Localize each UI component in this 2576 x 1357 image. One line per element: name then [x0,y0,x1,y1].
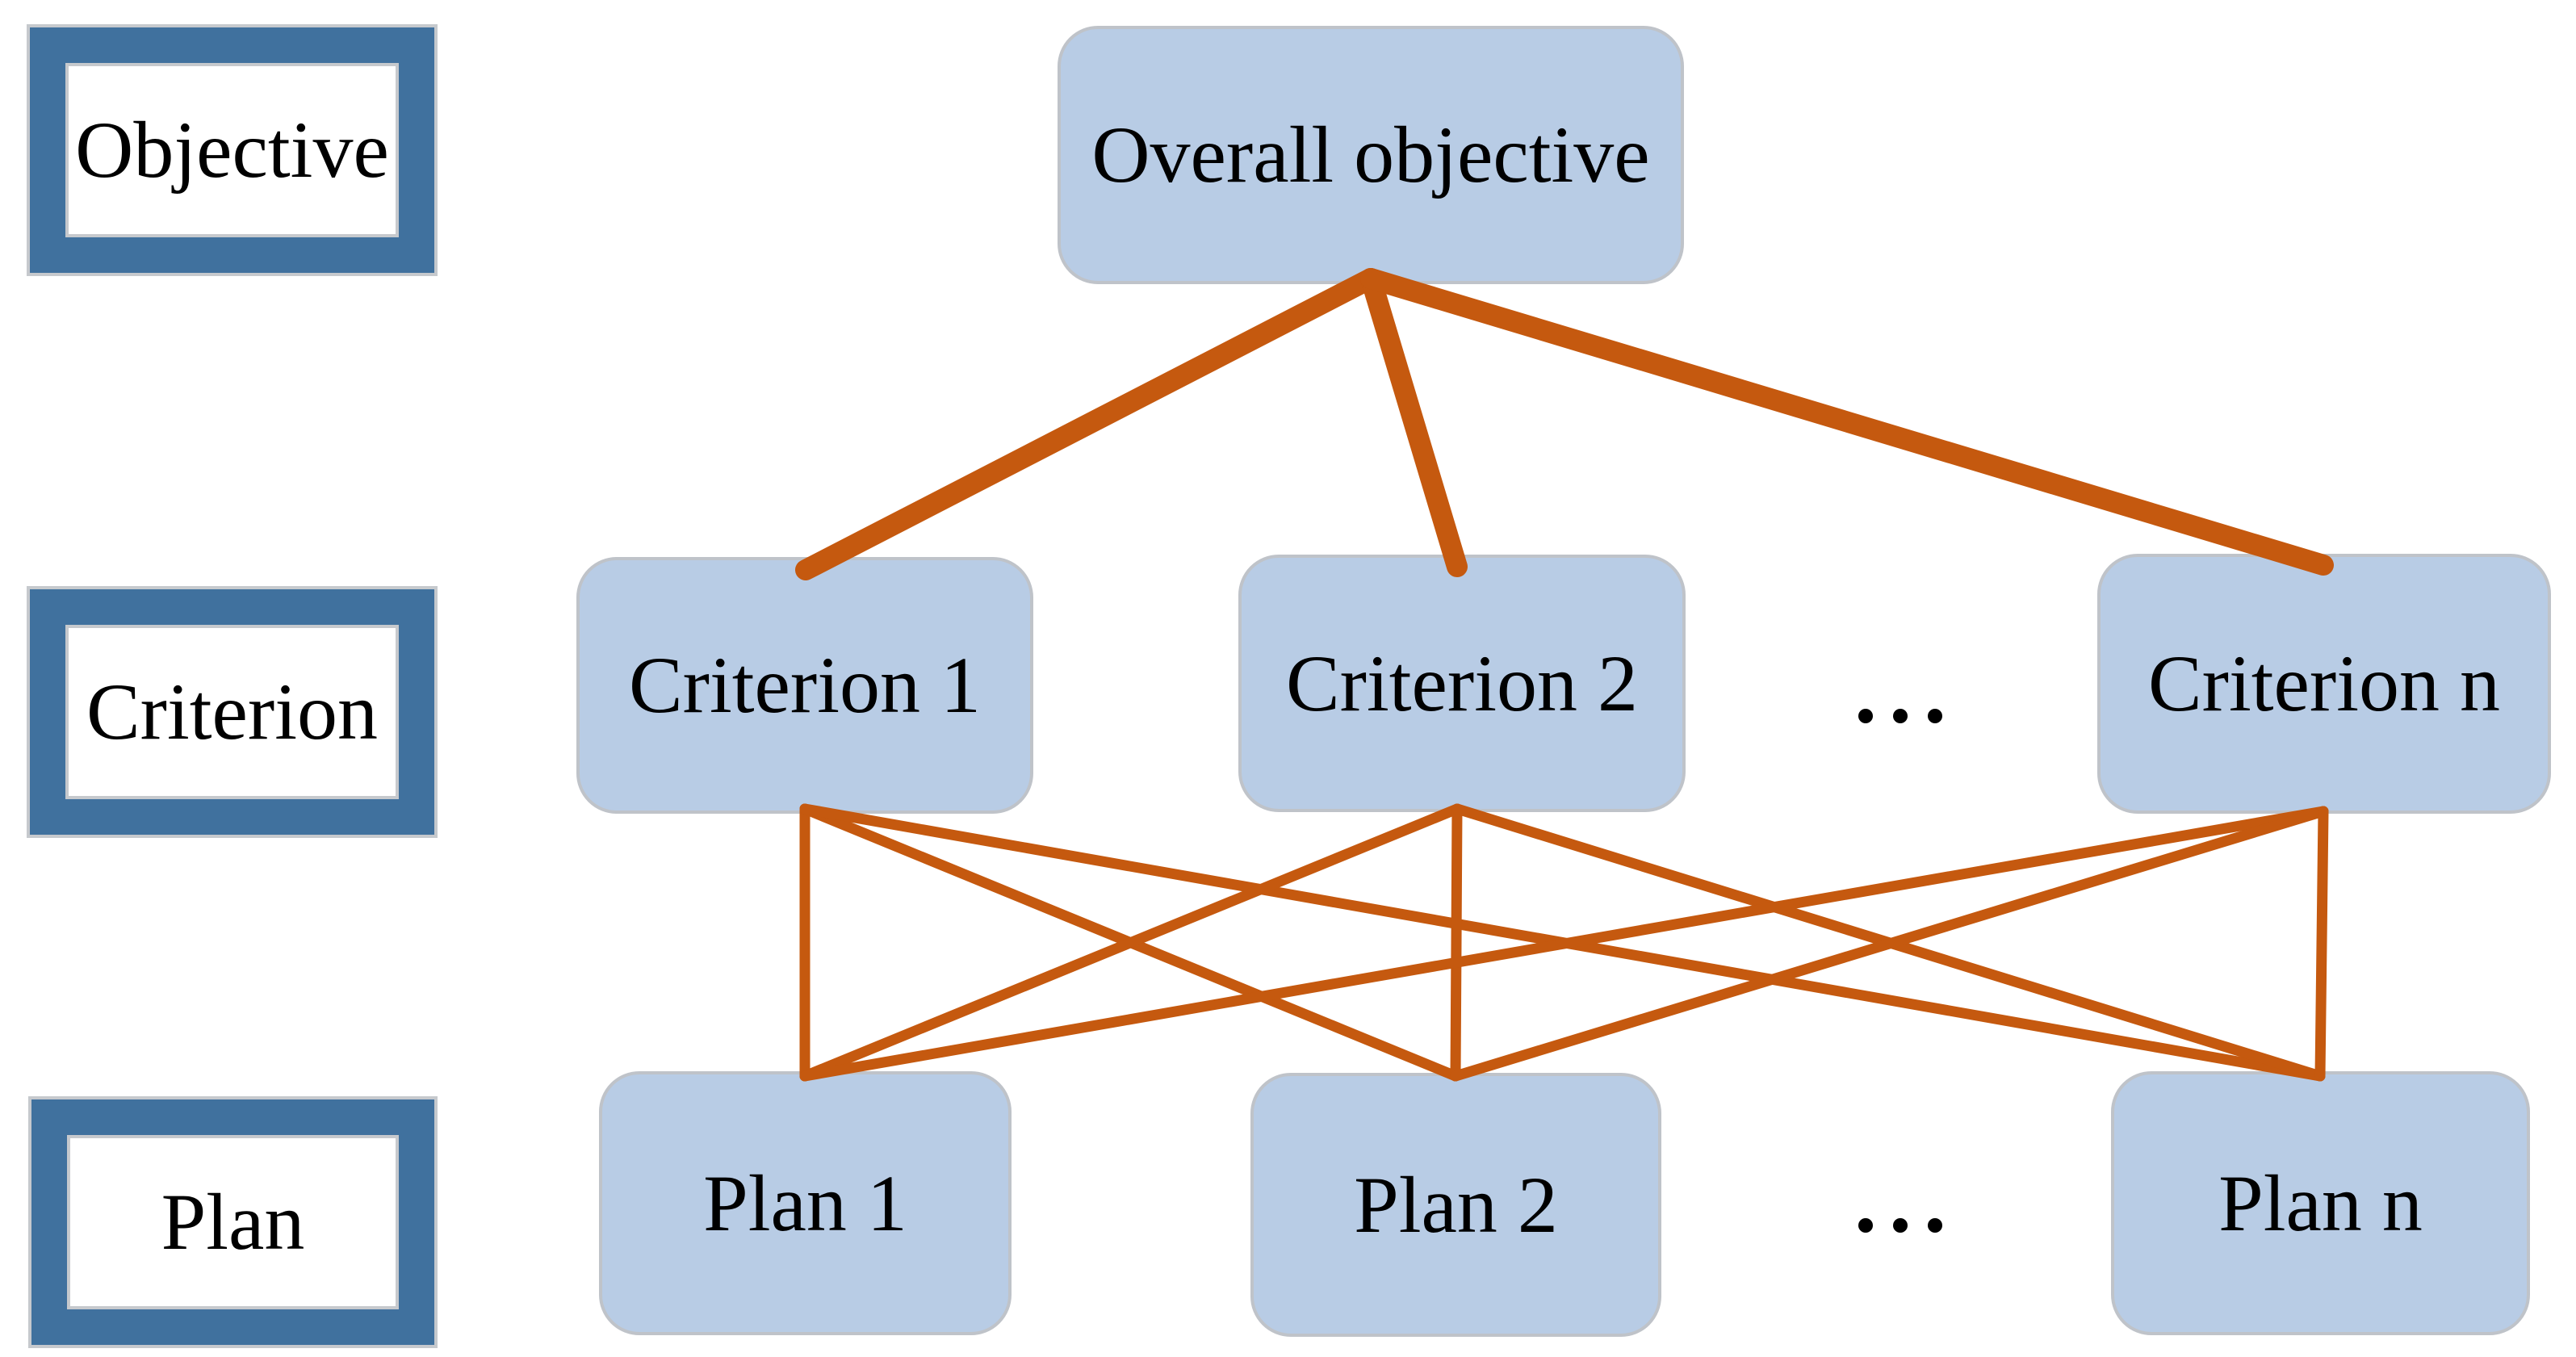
node-plan-n: Plan n [2111,1071,2530,1335]
edge-c1-pn [799,803,2326,1082]
edge-overall-c2 [1360,268,1468,577]
node-criterion-n: Criterion n [2097,554,2551,814]
plan-tier-frame-inner: Plan [67,1135,399,1309]
edge-c2-p2 [1450,803,1463,1082]
edge-c2-pn [1451,803,2326,1082]
criterion-tier-frame-inner: Criterion [65,625,399,799]
objective-tier-frame: Objective [27,24,438,276]
edge-c2-p1 [799,803,1463,1082]
node-plan-1-label: Plan 1 [703,1158,907,1248]
ellipsis-dot [1858,709,1873,723]
node-criterion-1-label: Criterion 1 [628,640,982,730]
edge-overall-cn [1360,268,2334,576]
objective-tier-frame-inner: Objective [65,63,399,237]
node-criterion-2-label: Criterion 2 [1285,638,1639,728]
ellipsis-dot [1928,709,1942,723]
node-criterion-1: Criterion 1 [576,557,1033,814]
edge-cn-p1 [799,806,2329,1082]
edge-c1-p2 [799,803,1461,1082]
edge-cn-p2 [1450,806,2329,1082]
node-criterion-2: Criterion 2 [1238,555,1686,812]
objective-tier-label: Objective [75,105,389,195]
edge-overall-c1 [795,268,1381,580]
criterion-row-ellipsis-dots [1858,709,1942,723]
node-overall-objective: Overall objective [1058,26,1684,284]
node-overall-objective-label: Overall objective [1091,110,1650,199]
criterion-tier-label: Criterion [86,667,379,756]
ellipsis-dot [1893,709,1908,723]
plan-row-ellipsis-dots [1858,1218,1942,1233]
node-plan-2-label: Plan 2 [1354,1159,1558,1250]
edge-cn-pn [2314,806,2329,1082]
criterion-tier-frame: Criterion [27,586,438,838]
ellipsis-dot [1858,1218,1873,1233]
ellipsis-dot [1893,1218,1908,1233]
node-plan-1: Plan 1 [599,1071,1012,1335]
node-criterion-n-label: Criterion n [2147,639,2501,728]
plan-tier-frame: Plan [28,1096,438,1348]
plan-tier-label: Plan [161,1177,305,1267]
node-plan-2: Plan 2 [1250,1073,1661,1337]
node-plan-n-label: Plan n [2218,1158,2423,1248]
ellipsis-dot [1928,1218,1942,1233]
